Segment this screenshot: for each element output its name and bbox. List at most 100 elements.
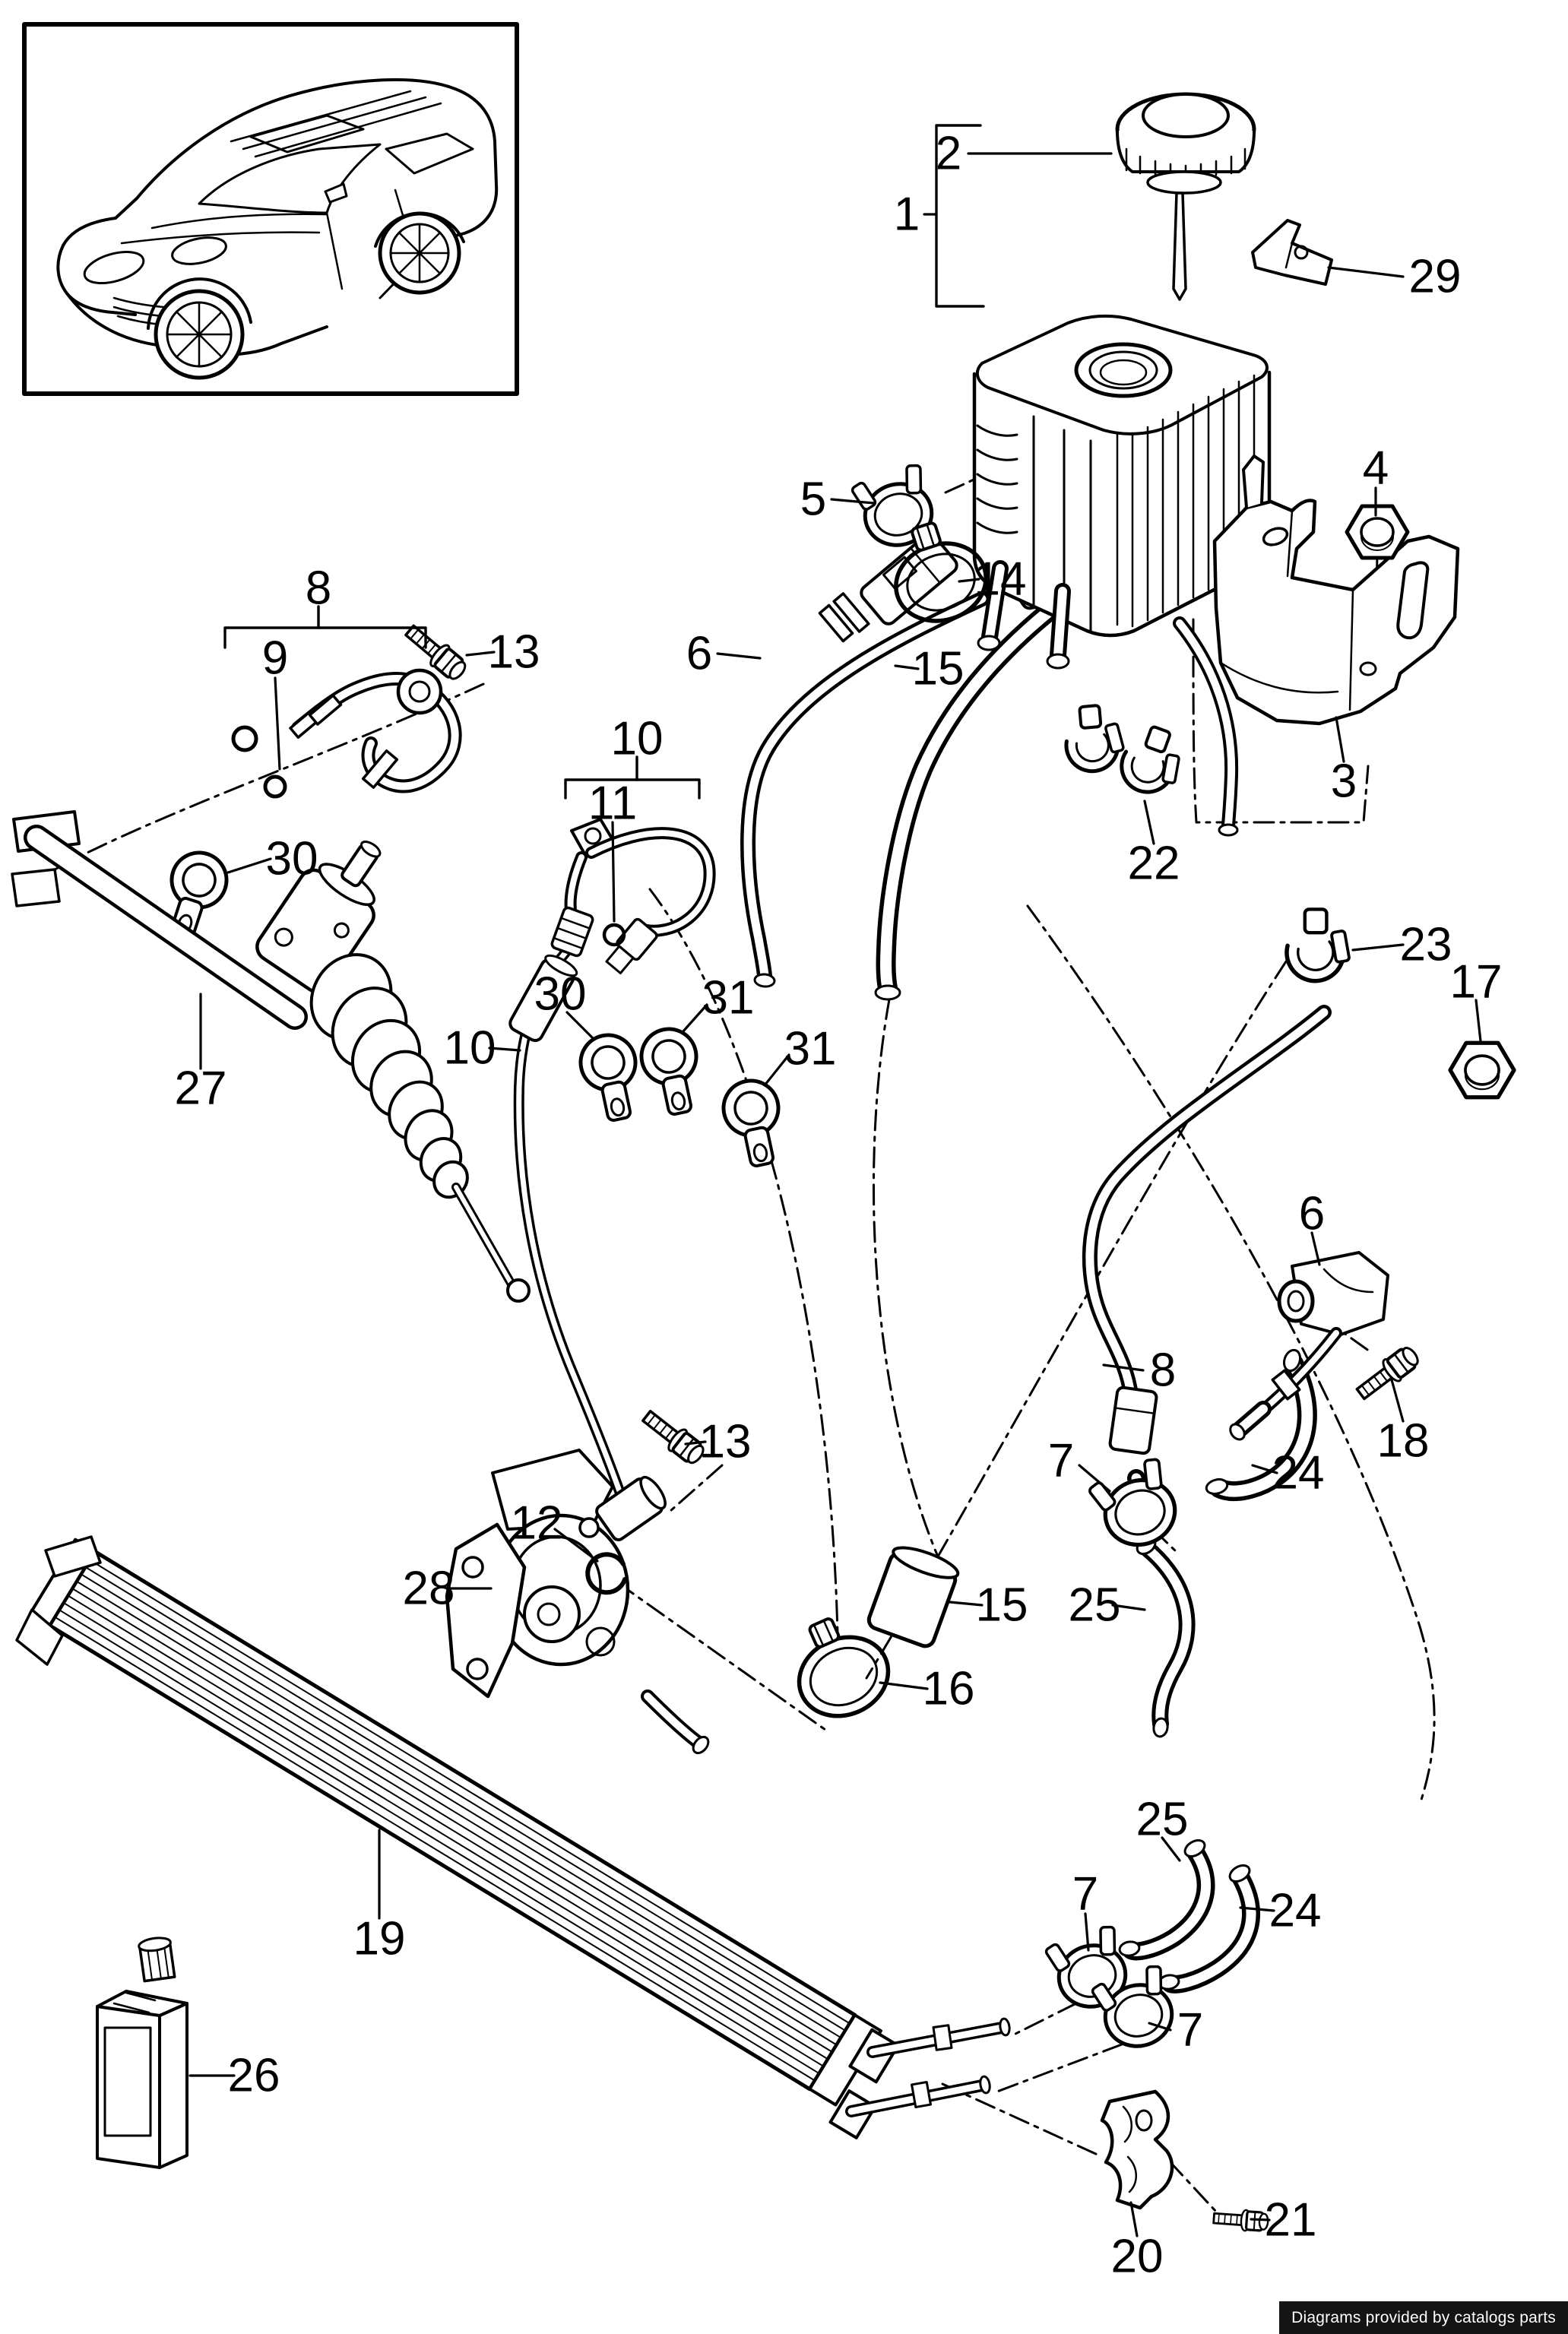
watermark-badge: Diagrams provided by catalogs parts [1279, 2301, 1568, 2334]
group-bracket-8 [223, 605, 427, 649]
hose-24-lower [1158, 1864, 1260, 1994]
callout-7: 7 [1177, 2004, 1203, 2057]
reservoir-bracket-29 [1251, 219, 1333, 286]
callout-31: 31 [702, 972, 755, 1024]
callout-leader-29 [1327, 266, 1405, 278]
callout-9: 9 [262, 632, 288, 685]
callout-26: 26 [228, 2050, 280, 2102]
callout-11: 11 [588, 777, 637, 830]
callout-13: 13 [699, 1416, 752, 1468]
callout-10: 10 [611, 713, 664, 765]
callout-leader-3 [1335, 716, 1345, 763]
callout-leader-12 [553, 1528, 599, 1563]
pressure-pipe-10 [508, 946, 625, 1496]
callout-23: 23 [1400, 919, 1452, 971]
callout-8: 8 [306, 562, 331, 615]
seal-ring-11 [602, 923, 626, 947]
hose-25-upper [1136, 1537, 1196, 1738]
callout-7: 7 [1048, 1435, 1074, 1487]
callout-leader-8 [1102, 1363, 1145, 1372]
callout-13: 13 [488, 626, 540, 679]
group-bracket-1 [935, 124, 985, 308]
callout-6: 6 [1299, 1188, 1325, 1240]
nut-17 [1450, 1043, 1514, 1097]
clamp-31b [718, 1075, 790, 1170]
callout-leader-13 [684, 1440, 707, 1446]
u-pipe-10 [550, 818, 716, 974]
watermark-text: Diagrams provided by catalogs parts [1291, 2309, 1556, 2326]
fluid-cooler-19 [15, 1535, 1011, 2139]
callout-17: 17 [1450, 956, 1503, 1009]
callout-leader-16 [879, 1681, 929, 1690]
callout-14: 14 [974, 553, 1027, 606]
callout-25: 25 [1069, 1579, 1121, 1632]
overflow-hose [1173, 616, 1239, 837]
reservoir-cap [1115, 92, 1256, 301]
callout-leader-25 [1111, 1604, 1146, 1611]
callout-leader-10 [488, 1047, 521, 1052]
callout-leader-9 [274, 676, 281, 771]
bolt-18 [1351, 1341, 1424, 1406]
callout-leader-7 [1148, 2022, 1172, 2032]
callout-30: 30 [266, 833, 318, 885]
callout-5: 5 [800, 473, 826, 526]
callout-leader-25 [1161, 1836, 1181, 1862]
callout-10: 10 [444, 1022, 496, 1075]
callout-leader-31 [763, 1053, 790, 1087]
rack-bellows [309, 953, 469, 1199]
callout-1: 1 [894, 188, 920, 241]
callout-29: 29 [1409, 251, 1462, 303]
callout-31: 31 [784, 1023, 837, 1075]
callout-leader-21 [1250, 2218, 1271, 2222]
callout-27: 27 [175, 1062, 227, 1115]
seal-ring-9a [231, 725, 258, 752]
hose-25-lower [1118, 1839, 1215, 1961]
callout-leader-17 [1475, 999, 1482, 1043]
clip-22a [1056, 698, 1127, 777]
callout-15: 15 [976, 1579, 1028, 1632]
callout-28: 28 [403, 1563, 455, 1615]
callout-leader-5 [830, 498, 876, 505]
seal-ring-9b [263, 774, 287, 799]
clip-22b [1117, 722, 1183, 796]
callout-3: 3 [1331, 755, 1357, 808]
callout-leader-7 [1078, 1464, 1111, 1493]
callout-24: 24 [1272, 1447, 1325, 1500]
callout-6: 6 [686, 628, 712, 680]
clip-23 [1279, 903, 1352, 985]
callout-25: 25 [1136, 1794, 1189, 1846]
snap-ring-12 [585, 1552, 627, 1595]
mounting-bracket-3 [1212, 454, 1460, 726]
callout-24: 24 [1269, 1885, 1322, 1937]
group-bracket-10 [564, 755, 701, 800]
callout-8: 8 [1150, 1344, 1176, 1397]
callout-18: 18 [1377, 1415, 1430, 1468]
callout-leader-23 [1351, 943, 1405, 952]
callout-leader-24 [1239, 1906, 1275, 1912]
callout-15: 15 [912, 643, 965, 695]
hose-bracket-6 [1229, 1251, 1389, 1441]
callout-7: 7 [1072, 1868, 1098, 1921]
callout-12: 12 [511, 1497, 563, 1550]
callout-leader-31 [681, 1003, 708, 1034]
callout-20: 20 [1111, 2231, 1164, 2283]
callout-leader-14 [958, 578, 980, 583]
clamp-30b [575, 1030, 647, 1125]
suction-hose-6 [740, 533, 990, 988]
callout-leader-18 [1389, 1376, 1405, 1423]
vehicle-thumbnail [22, 22, 519, 396]
steering-rack-27 [11, 810, 531, 1303]
pipe-bracket-20 [1100, 2089, 1174, 2210]
callout-leader-6 [716, 652, 762, 660]
power-steering-pump-28 [445, 1449, 710, 1755]
nut-4 [1347, 506, 1408, 558]
callout-leader-13 [465, 651, 496, 657]
callout-21: 21 [1265, 2194, 1317, 2247]
sleeve-15 [866, 1546, 960, 1648]
callout-leader-15 [894, 664, 920, 670]
callout-leader-15 [949, 1601, 984, 1607]
fluid-bottle-26 [96, 1937, 188, 2169]
callout-30: 30 [534, 968, 587, 1021]
